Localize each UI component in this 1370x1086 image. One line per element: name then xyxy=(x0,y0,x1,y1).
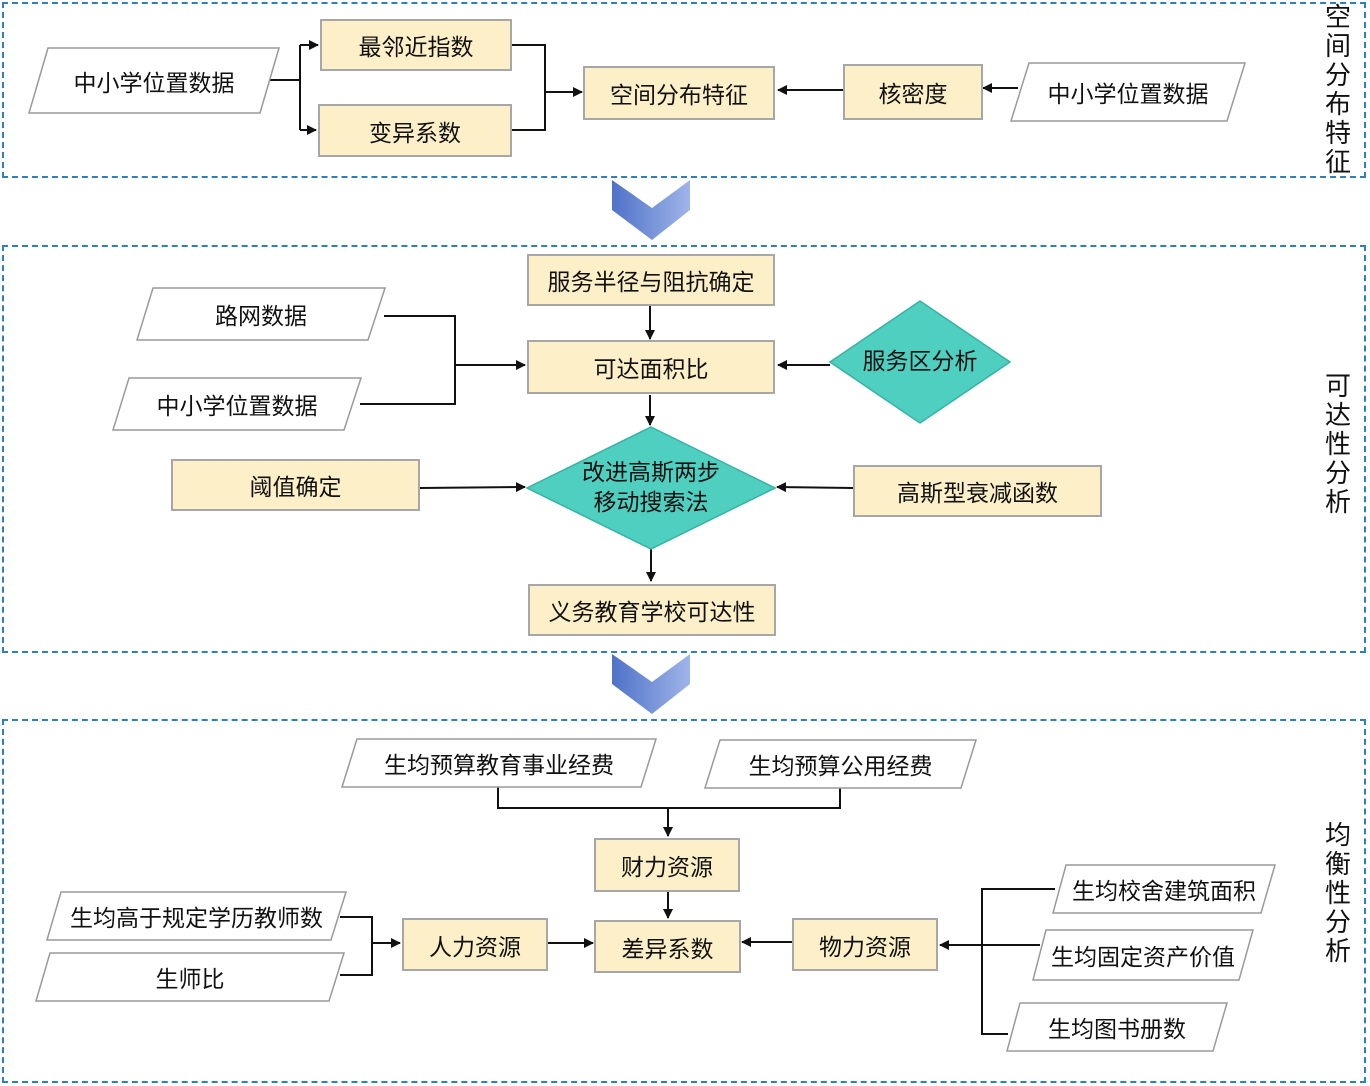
accessible-area-ratio-box: 可达面积比 xyxy=(527,340,775,394)
service-area-analysis-diamond: 服务区分析 xyxy=(829,300,1011,424)
human-resources-box: 人力资源 xyxy=(402,918,548,971)
section-label-balance: 均衡性分析 xyxy=(1324,821,1351,967)
financial-resources-box: 财力资源 xyxy=(594,838,740,892)
difference-coefficient-box: 差异系数 xyxy=(594,920,741,973)
spatial-distribution-feature-box: 空间分布特征 xyxy=(583,66,775,120)
input-student-teacher-ratio: 生师比 xyxy=(35,952,345,1002)
panel-accessibility-analysis xyxy=(2,245,1366,653)
school-accessibility-box: 义务教育学校可达性 xyxy=(528,584,776,636)
input-books-count: 生均图书册数 xyxy=(1006,1002,1228,1052)
input-budget-education-funds: 生均预算教育事业经费 xyxy=(341,738,657,788)
input-fixed-assets: 生均固定资产价值 xyxy=(1032,929,1254,981)
panel-balance-analysis xyxy=(2,719,1366,1083)
g2sfca-line2: 移动搜索法 xyxy=(593,490,709,516)
input-school-location-data-access: 中小学位置数据 xyxy=(112,377,362,431)
service-radius-box: 服务半径与阻抗确定 xyxy=(527,254,775,306)
input-budget-public-funds: 生均预算公用经费 xyxy=(704,739,977,789)
input-qualified-teachers: 生均高于规定学历教师数 xyxy=(46,891,347,941)
g2sfca-line1: 改进高斯两步 xyxy=(582,460,720,486)
section-label-spatial: 空间分布特征 xyxy=(1324,3,1351,178)
kernel-density-box: 核密度 xyxy=(843,64,983,120)
material-resources-box: 物力资源 xyxy=(792,918,938,971)
panel-spatial-distribution xyxy=(2,2,1366,178)
input-building-area: 生均校舍建筑面积 xyxy=(1052,864,1276,914)
chevron-down-icon xyxy=(612,180,690,240)
variation-coefficient-box: 变异系数 xyxy=(318,104,512,157)
improved-g2sfca-diamond: 改进高斯两步移动搜索法 xyxy=(526,426,776,550)
gaussian-decay-function-box: 高斯型衰减函数 xyxy=(853,465,1102,517)
chevron-down-icon xyxy=(612,654,690,714)
input-road-network-data: 路网数据 xyxy=(136,287,386,341)
nearest-neighbor-index-box: 最邻近指数 xyxy=(320,19,512,71)
input-school-location-data-right: 中小学位置数据 xyxy=(1010,62,1246,122)
input-school-location-data: 中小学位置数据 xyxy=(28,47,280,114)
threshold-determination-box: 阈值确定 xyxy=(171,459,420,511)
section-label-access: 可达性分析 xyxy=(1324,372,1351,518)
